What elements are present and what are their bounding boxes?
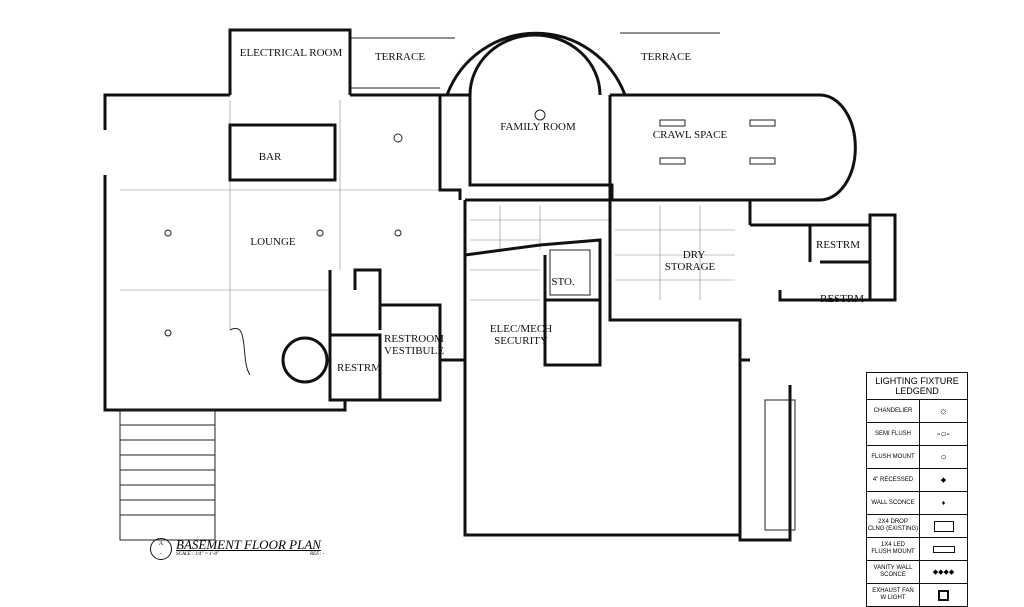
marker-letter: A [158, 541, 164, 547]
marker-ref: - [160, 551, 162, 557]
room-restroom-vestibule: RESTROOM [384, 333, 444, 345]
recessed-icon [394, 229, 402, 237]
legend-row: WALL SCONCE ♦ [867, 492, 967, 515]
room-restroom-vestibule-2: VESTIBULE [384, 345, 444, 357]
legend-label: FLUSH MOUNT [867, 446, 920, 468]
recessed-icon [164, 229, 172, 237]
legend-row: SEMI FLUSH -○- [867, 423, 967, 446]
legend-label: CHANDELIER [867, 400, 920, 422]
chandelier-icon: ☼ [938, 405, 949, 417]
recessed-icon [316, 229, 324, 237]
recessed-icon: ◆ [940, 477, 947, 484]
drawing-scale: SCALE : 1/4" = 1'-0" [176, 552, 220, 557]
legend-label: 4" RECESSED [867, 469, 920, 491]
room-restrm-left: RESTRM [337, 362, 381, 374]
room-terrace-right: TERRACE [641, 51, 691, 63]
room-dry-storage-2: STORAGE [665, 261, 716, 273]
drop-ceiling-icon [659, 157, 686, 165]
legend-row: CHANDELIER ☼ [867, 400, 967, 423]
legend-row: 1X4 LED FLUSH MOUNT [867, 538, 967, 561]
section-marker: A- [150, 538, 172, 560]
legend-row: 2X4 DROP CLNG (EXISTING) [867, 515, 967, 538]
drop-ceiling-icon [749, 119, 776, 127]
legend-label: VANITY WALL SCONCE [867, 561, 920, 583]
walls [103, 28, 897, 542]
recessed-icon [164, 329, 172, 337]
room-labels: ELECTRICAL ROOM TERRACE TERRACE FAMILY R… [240, 47, 865, 374]
vanity-sconce-icon: ◆◆◆◆ [932, 569, 955, 576]
ceiling-grid [120, 100, 735, 330]
room-elec-mech: ELEC/MECH [490, 323, 552, 335]
floor-plan: ELECTRICAL ROOM TERRACE TERRACE FAMILY R… [103, 28, 897, 542]
room-lounge: LOUNGE [250, 236, 295, 248]
exhaust-fan-icon [920, 584, 967, 606]
room-restrm-right-top: RESTRM [816, 239, 860, 251]
legend-label: WALL SCONCE [867, 492, 920, 514]
legend-label: SEMI FLUSH [867, 423, 920, 445]
room-crawl-space: CRAWL SPACE [653, 129, 728, 141]
drop-ceiling-icon [659, 119, 686, 127]
drop-ceiling-icon [920, 515, 967, 537]
stairs [119, 249, 796, 541]
room-electrical: ELECTRICAL ROOM [240, 47, 343, 59]
legend-row: FLUSH MOUNT ○ [867, 446, 967, 469]
wall-sconce-icon: ♦ [941, 499, 946, 507]
legend-label: 1X4 LED FLUSH MOUNT [867, 538, 920, 560]
drawing-title: BASEMENT FLOOR PLAN [176, 537, 321, 552]
chandelier-icon [534, 109, 546, 121]
room-family: FAMILY ROOM [500, 121, 576, 133]
room-restrm-right-bottom: RESTRM [820, 293, 864, 305]
room-bar: BAR [259, 151, 282, 163]
flush-mount-icon: ○ [940, 451, 947, 463]
legend-label: EXHAUST FAN W LIGHT [867, 584, 920, 606]
room-terrace-left: TERRACE [375, 51, 425, 63]
room-security: SECURITY [494, 335, 548, 347]
legend-row: 4" RECESSED ◆ [867, 469, 967, 492]
legend-label: 2X4 DROP CLNG (EXISTING) [867, 515, 920, 537]
legend-row: VANITY WALL SCONCE ◆◆◆◆ [867, 561, 967, 584]
legend-title: LIGHTING FIXTURE LEDGEND [867, 373, 967, 400]
drop-ceiling-icon [749, 157, 776, 165]
fixtures [164, 109, 776, 337]
semi-flush-icon [393, 133, 403, 143]
room-sto: STO. [551, 276, 575, 288]
semi-flush-icon: -○- [937, 428, 950, 440]
lighting-legend: LIGHTING FIXTURE LEDGEND CHANDELIER ☼ SEM… [866, 372, 968, 607]
terrace-lines [350, 32, 720, 89]
room-dry-storage: DRY [683, 249, 706, 261]
led-flush-icon [920, 538, 967, 560]
drawing-ref: REF.: - [310, 552, 325, 557]
legend-row: EXHAUST FAN W LIGHT [867, 584, 967, 606]
